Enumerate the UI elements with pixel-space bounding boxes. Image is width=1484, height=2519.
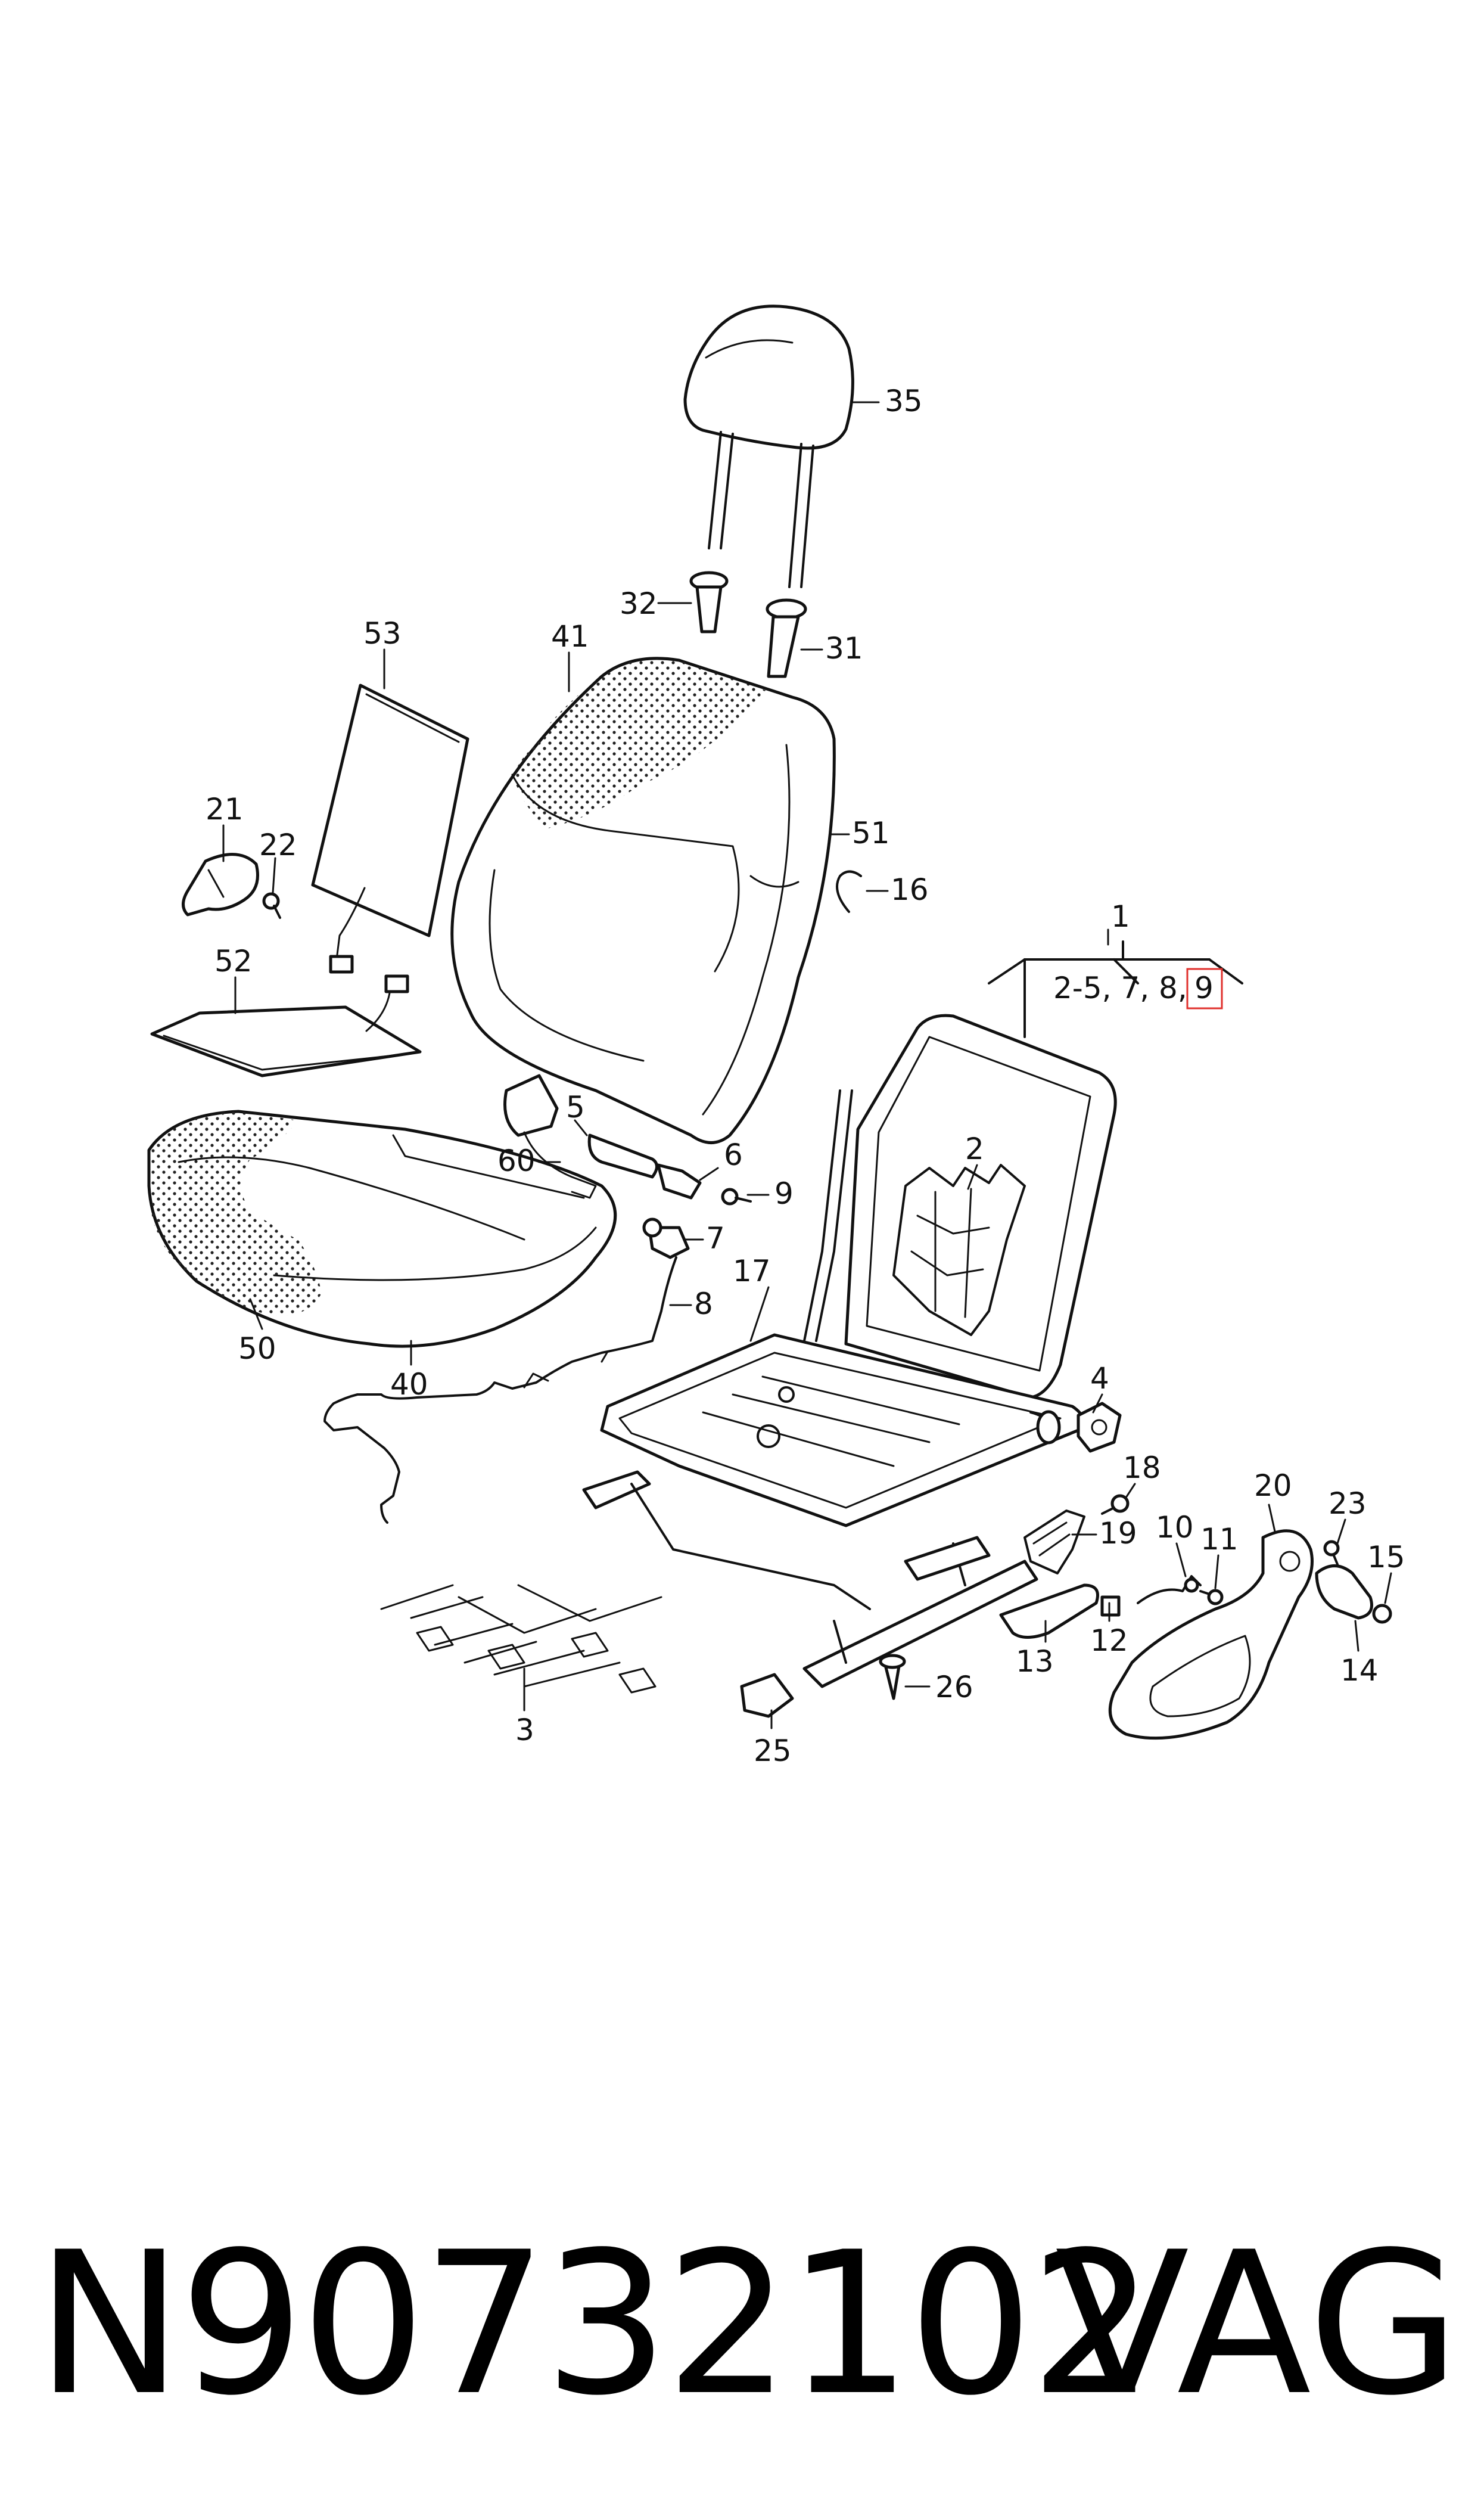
callout-5: 5	[566, 1090, 585, 1125]
belt-buckle	[503, 1074, 597, 1199]
callout-4: 4	[1090, 1361, 1109, 1396]
callout-9-highlighted: 9	[1194, 971, 1214, 1005]
callout-51: 51	[852, 816, 890, 850]
callout-19: 19	[1099, 1516, 1137, 1551]
callout-35: 35	[885, 384, 923, 418]
callout-16: 16	[891, 872, 929, 907]
seat-cushion	[147, 1110, 617, 1348]
callout-22: 22	[259, 828, 297, 862]
seat-frame	[582, 1014, 1117, 1688]
footer: N90732102 VAG	[0, 2193, 1484, 2455]
trim-cover-21	[182, 853, 259, 917]
callout-11: 11	[1200, 1522, 1239, 1557]
screw-11	[1199, 1589, 1224, 1605]
bracket-19	[1023, 1509, 1085, 1574]
part-number: N90732102	[36, 2210, 1155, 2439]
callout-25: 25	[754, 1734, 792, 1768]
callout-31: 31	[825, 631, 863, 666]
callout-21: 21	[206, 792, 244, 827]
trim-13	[999, 1583, 1099, 1639]
cap-15	[1372, 1604, 1392, 1624]
highlight-box-9	[1186, 968, 1223, 1010]
callout-26: 26	[935, 1670, 973, 1704]
nut-12	[1100, 1595, 1121, 1617]
callout-7: 7	[706, 1221, 725, 1256]
callout-2: 2	[965, 1132, 984, 1166]
lever-10	[1137, 1575, 1202, 1604]
callout-50: 50	[238, 1331, 276, 1366]
callout-12: 12	[1090, 1623, 1128, 1658]
callout-8: 8	[694, 1287, 713, 1321]
callout-53: 53	[363, 616, 402, 651]
callout-labels: 35 32 31 53 41 51 16 21 22 52 1 2-5, 7, …	[206, 384, 1405, 1768]
callout-41: 41	[551, 619, 589, 654]
screw-26	[879, 1654, 906, 1700]
seat-heating-mat	[150, 974, 422, 1077]
callout-13: 13	[1016, 1644, 1054, 1679]
callout-15: 15	[1367, 1540, 1405, 1574]
motor-4	[1077, 1402, 1122, 1453]
leader-lines	[222, 401, 1392, 1729]
callout-60: 60	[497, 1144, 536, 1178]
callout-1: 1	[1111, 899, 1130, 934]
knob-14	[1315, 1564, 1373, 1620]
callout-10: 10	[1156, 1510, 1194, 1545]
callout-32: 32	[620, 586, 658, 621]
clip	[836, 870, 862, 913]
belt-sensor-6	[587, 1133, 702, 1200]
callout-23: 23	[1329, 1486, 1367, 1521]
callout-9: 9	[774, 1176, 794, 1211]
clip-25	[740, 1673, 794, 1718]
callout-3: 3	[515, 1713, 534, 1747]
callout-14: 14	[1340, 1653, 1379, 1688]
callout-40: 40	[390, 1367, 428, 1402]
callout-17: 17	[733, 1254, 771, 1288]
brand-name: VAG	[1054, 2210, 1460, 2439]
callout-18: 18	[1123, 1450, 1161, 1485]
headrest-guide-left	[689, 571, 729, 633]
screw-22	[262, 892, 281, 919]
callout-52: 52	[214, 944, 253, 979]
backrest-cushion	[450, 657, 836, 1144]
headrest-guide-right	[766, 598, 807, 678]
screw-18	[1101, 1494, 1130, 1515]
side-trim-20	[1108, 1529, 1314, 1740]
callout-20: 20	[1254, 1468, 1292, 1503]
cable-8	[323, 1256, 677, 1524]
screw-23	[1323, 1540, 1340, 1566]
backrest-panel	[311, 684, 469, 974]
sensor-7	[642, 1217, 690, 1259]
floor-plate-3	[380, 1584, 662, 1694]
screw-9	[721, 1188, 752, 1206]
callout-bracket-1	[988, 940, 1243, 1038]
headrest	[683, 305, 854, 588]
callout-2-5-7-8: 2-5, 7, 8,	[1053, 971, 1187, 1005]
callout-6: 6	[724, 1138, 743, 1172]
